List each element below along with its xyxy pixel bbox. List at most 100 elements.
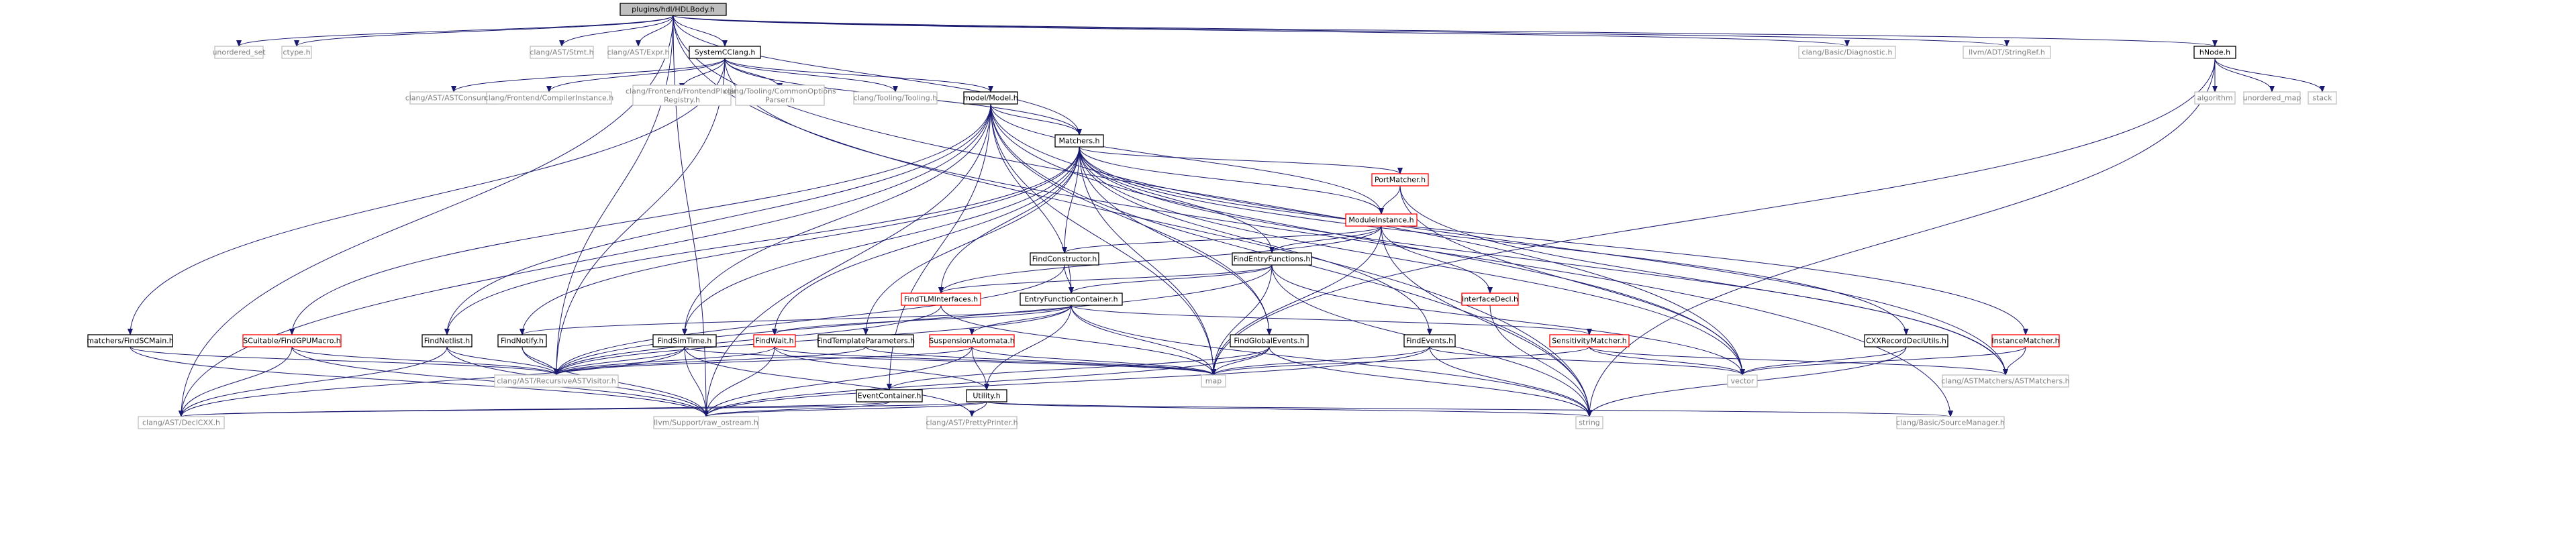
node-ctype-box [281,46,312,59]
node-interfacedecl-label: InterfaceDecl.h [1462,295,1518,304]
node-matchers[interactable]: Matchers.h [1054,134,1104,148]
edge-root-to-declcxx [179,15,674,417]
node-vector-box [1727,374,1758,388]
node-recursiveastvisitor-label: clang/AST/RecursiveASTVisitor.h [497,377,615,386]
node-string-label: string [1579,419,1600,427]
node-findnotify-label: FindNotify.h [501,337,544,345]
edge-entryfunctioncontainer-to-sensitivitymatcher [1071,305,1592,335]
node-portmatcher-label: PortMatcher.h [1375,176,1426,184]
edge-entryfunctioncontainer-to-map [1071,305,1216,376]
node-findnetlist[interactable]: FindNetlist.h [422,334,473,347]
edge-utility-to-sourcemanager [986,401,1952,417]
node-findglobalevents[interactable]: FindGlobalEvents.h [1230,334,1309,347]
edge-findentryfunctions-to-entryfunctioncontainer [1069,264,1273,294]
node-ctype: ctype.h [281,46,312,59]
edge-matchers-to-cxxrecorddeclutils [1079,146,1909,335]
node-model-label: model/Model.h [963,94,1018,103]
edge-interfacedecl-to-string [1489,305,1592,417]
edge-matchers-to-findconstructor [1062,146,1080,254]
node-moduleinstance[interactable]: ModuleInstance.h [1345,213,1418,227]
node-scuitable-box [242,334,342,347]
node-tooling-label: clang/Tooling/Tooling.h [854,94,937,103]
node-astconsumer-label: clang/AST/ASTConsumer.h [405,94,503,103]
node-cxxrecorddeclutils-label: CXXRecordDeclUtils.h [1866,337,1946,345]
node-eventcontainer-label: EventContainer.h [858,392,922,400]
edge-systemcclang-to-compilerinstance [546,58,726,93]
edge-findglobalevents-to-raw_ostream [703,346,1270,417]
node-suspensionautomata[interactable]: SuspensionAutomata.h [929,334,1015,347]
edge-root-to-matchers [673,15,1082,136]
node-cxxrecorddeclutils[interactable]: CXXRecordDeclUtils.h [1864,334,1948,347]
node-model[interactable]: model/Model.h [963,91,1018,105]
edge-hnode-to-map [1211,58,2216,376]
node-systemcclang[interactable]: SystemCClang.h [689,46,761,59]
edge-entryfunctioncontainer-to-utility [984,305,1072,390]
node-entryfunctioncontainer-label: EntryFunctionContainer.h [1024,295,1118,304]
edge-moduleinstance-to-findconstructor [1062,225,1382,254]
edge-instancematcher-to-astmatchers [2003,346,2026,376]
node-utility[interactable]: Utility.h [966,389,1007,403]
edge-entryfunctioncontainer-to-suspensionautomata [969,305,1072,335]
node-findtemplateparameters[interactable]: FindTemplateParameters.h [817,334,915,347]
edge-findentryfunctions-to-recursiveastvisitor [554,264,1273,376]
edge-model-to-raw_ostream [703,103,991,417]
node-root[interactable]: plugins/hdl/HDLBody.h [620,3,727,16]
edge-matchers-to-findtemplateparameters [863,146,1080,335]
node-raw_ostream-label: llvm/Support/raw_ostream.h [654,419,758,427]
node-findsimtime[interactable]: FindSimTime.h [652,334,717,347]
edge-entryfunctioncontainer-to-findnotify [519,305,1072,335]
edge-findscmain-to-recursiveastvisitor [130,346,559,376]
edge-matchers-to-findglobalevents [1079,146,1272,335]
node-moduleinstance-box [1345,213,1418,227]
node-findconstructor-label: FindConstructor.h [1032,255,1097,264]
node-unordered_set-label: unordered_set [212,48,266,57]
node-findconstructor[interactable]: FindConstructor.h [1030,252,1099,266]
node-findentryfunctions-label: FindEntryFunctions.h [1234,255,1311,264]
edge-model-to-matchers [990,103,1082,136]
node-unordered_map-box [2243,91,2301,105]
node-findnotify[interactable]: FindNotify.h [497,334,547,347]
edge-systemcclang-to-recursiveastvisitor [554,58,726,376]
edge-findsimtime-to-recursiveastvisitor [554,346,685,376]
node-ctype-label: ctype.h [283,48,310,57]
node-string: string [1575,416,1603,429]
node-tooling-box [853,91,938,105]
node-findevents[interactable]: FindEvents.h [1403,334,1456,347]
node-instancematcher[interactable]: InstanceMatcher.h [1991,334,2060,347]
node-findglobalevents-label: FindGlobalEvents.h [1234,337,1304,345]
node-stringref: llvm/ADT/StringRef.h [1963,46,2051,59]
edge-root-to-systemcclang [673,15,728,47]
node-findnetlist-label: FindNetlist.h [424,337,470,345]
node-portmatcher[interactable]: PortMatcher.h [1371,173,1429,186]
edge-moduleinstance-to-findtlminterfaces [938,225,1382,294]
node-scuitable[interactable]: SCuitable/FindGPUMacro.h [242,334,342,347]
edge-sensitivitymatcher-to-map [1211,346,1590,376]
node-scuitable-label: SCuitable/FindGPUMacro.h [243,337,341,345]
node-astmatchers-box [1942,374,2069,388]
node-stmt-box [530,46,594,59]
node-findconstructor-box [1030,252,1099,266]
node-stringref-label: llvm/ADT/StringRef.h [1969,48,2045,57]
node-systemcclang-box [689,46,761,59]
node-sensitivitymatcher[interactable]: SensitivityMatcher.h [1549,334,1630,347]
edge-findsimtime-to-raw_ostream [684,346,709,417]
node-entryfunctioncontainer[interactable]: EntryFunctionContainer.h [1020,292,1123,306]
node-interfacedecl[interactable]: InterfaceDecl.h [1461,292,1519,306]
node-findwait[interactable]: FindWait.h [753,334,796,347]
node-findtlminterfaces[interactable]: FindTLMInterfaces.h [901,292,981,306]
node-unordered_map: unordered_map [2243,91,2301,105]
edge-root-to-raw_ostream [673,15,709,417]
node-eventcontainer[interactable]: EventContainer.h [856,389,923,403]
node-findentryfunctions[interactable]: FindEntryFunctions.h [1232,252,1312,266]
node-findtlminterfaces-box [901,292,981,306]
node-eventcontainer-box [856,389,923,403]
node-cxxrecorddeclutils-box [1864,334,1948,347]
node-findscmain-box [87,334,173,347]
node-findscmain[interactable]: matchers/FindSCMain.h [87,334,174,347]
node-utility-label: Utility.h [973,392,1000,400]
node-hnode[interactable]: hNode.h [2193,46,2236,59]
node-algorithm-label: algorithm [2197,94,2232,103]
